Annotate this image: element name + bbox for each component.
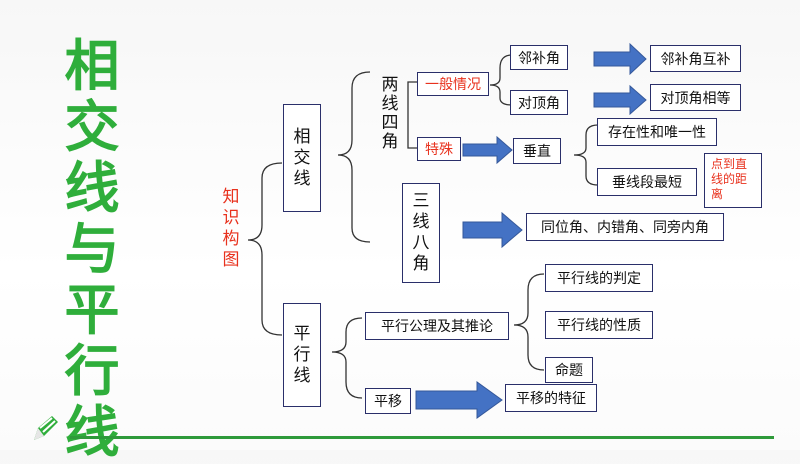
title-char: 平 — [64, 278, 120, 342]
node-general-case: 一般情况 — [417, 72, 489, 96]
note-point-line-distance: 点到直 线的距 离 — [704, 153, 762, 208]
node-perpendicular: 垂直 — [513, 138, 561, 164]
node-angle-types: 同位角、内错角、同旁内角 — [526, 213, 724, 241]
node-parallel-lines: 平 行 线 — [283, 303, 321, 407]
node-shortest-perpendicular: 垂线段最短 — [597, 168, 697, 196]
node-vertical-result: 对顶角相等 — [650, 84, 741, 111]
node-supplementary-result: 邻补角互补 — [650, 45, 741, 72]
node-supplementary-angle: 邻补角 — [510, 45, 568, 70]
arrow-icon — [462, 211, 523, 249]
pencil-icon — [34, 416, 58, 440]
arrow-icon — [593, 42, 647, 76]
page-title: 相 交 线 与 平 行 线 — [52, 36, 132, 463]
node-vertical-angle: 对顶角 — [510, 90, 568, 115]
node-two-lines-four-angles: 两 线 四 角 — [381, 75, 399, 152]
node-special-case: 特殊 — [417, 137, 461, 161]
node-translation: 平移 — [365, 388, 411, 414]
node-intersecting-lines: 相 交 线 — [283, 104, 321, 212]
node-proposition: 命题 — [545, 357, 593, 383]
node-three-lines-eight-angles: 三 线 八 角 — [402, 183, 440, 283]
title-char: 行 — [64, 339, 120, 403]
arrow-icon — [415, 381, 503, 419]
arrow-icon — [462, 135, 513, 165]
knowledge-map-label: 知 识 构 图 — [222, 187, 240, 270]
title-char: 交 — [64, 95, 120, 159]
title-char: 线 — [64, 156, 120, 220]
node-parallel-axiom: 平行公理及其推论 — [365, 312, 509, 340]
footer-divider — [70, 436, 774, 439]
arrow-icon — [593, 84, 647, 116]
title-char: 相 — [64, 34, 120, 98]
node-parallel-properties: 平行线的性质 — [545, 311, 653, 339]
connector-lines — [247, 42, 647, 419]
title-char: 与 — [64, 217, 120, 281]
node-translation-features: 平移的特征 — [505, 384, 597, 412]
node-existence-uniqueness: 存在性和唯一性 — [597, 118, 717, 146]
node-parallel-criteria: 平行线的判定 — [545, 264, 653, 292]
